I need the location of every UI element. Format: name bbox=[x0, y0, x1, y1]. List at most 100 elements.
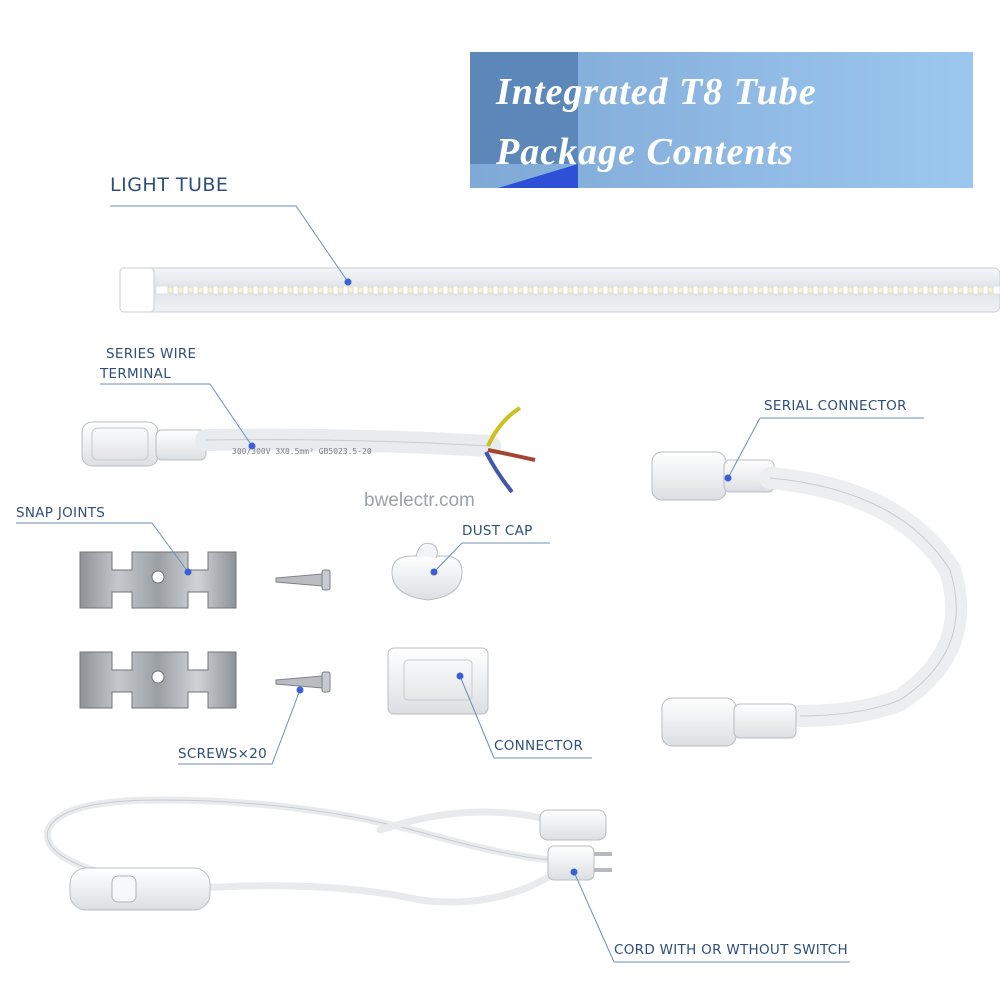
led-chip bbox=[957, 286, 964, 294]
led-chip bbox=[847, 286, 854, 294]
led-chip bbox=[297, 286, 304, 294]
banner-title-line-2: Package Contents bbox=[496, 131, 794, 173]
led-chip bbox=[697, 286, 704, 294]
led-chip bbox=[377, 286, 384, 294]
led-chip bbox=[267, 286, 274, 294]
led-chip bbox=[897, 286, 904, 294]
watermark: bwelectr.com bbox=[364, 490, 475, 511]
serial-connector-illustration bbox=[651, 451, 968, 747]
led-chip bbox=[537, 286, 544, 294]
led-chip bbox=[177, 286, 184, 294]
led-chip bbox=[647, 286, 654, 294]
led-chip bbox=[797, 286, 804, 294]
leader-lines bbox=[16, 205, 924, 963]
led-chip bbox=[637, 286, 644, 294]
led-chip bbox=[517, 286, 524, 294]
led-chip bbox=[837, 286, 844, 294]
led-chip bbox=[497, 286, 504, 294]
led-chip bbox=[547, 286, 554, 294]
led-chip bbox=[327, 286, 334, 294]
led-chip bbox=[257, 286, 264, 294]
led-chip bbox=[367, 286, 374, 294]
snap-joints-illustration bbox=[79, 551, 237, 709]
led-chip bbox=[527, 286, 534, 294]
led-chip bbox=[747, 286, 754, 294]
led-chip bbox=[987, 286, 994, 294]
led-chip bbox=[407, 286, 414, 294]
led-chip bbox=[617, 286, 624, 294]
led-chip bbox=[207, 286, 214, 294]
led-chip bbox=[947, 286, 954, 294]
label-cord: CORD WITH OR WTHOUT SWITCH bbox=[614, 942, 848, 958]
label-series-wire-terminal-line-2: TERMINAL bbox=[100, 366, 172, 382]
led-chip bbox=[817, 286, 824, 294]
led-chip bbox=[437, 286, 444, 294]
led-chip bbox=[607, 286, 614, 294]
led-chip bbox=[387, 286, 394, 294]
label-screws: SCREWS×20 bbox=[178, 746, 268, 762]
led-chip bbox=[927, 286, 934, 294]
light-tube-illustration bbox=[119, 267, 1000, 313]
led-chip bbox=[707, 286, 714, 294]
label-dust-cap: DUST CAP bbox=[462, 523, 533, 539]
led-chip bbox=[307, 286, 314, 294]
led-chip bbox=[557, 286, 564, 294]
label-series-wire-terminal-line-1: SERIES WIRE bbox=[106, 346, 197, 362]
banner-title: Integrated T8 Tube Package Contents bbox=[496, 62, 976, 182]
led-chip bbox=[447, 286, 454, 294]
led-chip bbox=[827, 286, 834, 294]
led-chip bbox=[197, 286, 204, 294]
led-chip bbox=[217, 286, 224, 294]
led-chip bbox=[867, 286, 874, 294]
label-serial-connector: SERIAL CONNECTOR bbox=[764, 398, 907, 414]
led-chip bbox=[807, 286, 814, 294]
connector-illustration bbox=[387, 647, 489, 715]
led-chip bbox=[717, 286, 724, 294]
led-chip bbox=[577, 286, 584, 294]
led-chip bbox=[627, 286, 634, 294]
led-chip bbox=[857, 286, 864, 294]
led-chip bbox=[507, 286, 514, 294]
led-chip bbox=[317, 286, 324, 294]
leader-dots bbox=[184, 278, 732, 876]
led-chip bbox=[727, 286, 734, 294]
led-chip bbox=[667, 286, 674, 294]
led-chip bbox=[597, 286, 604, 294]
led-chip bbox=[907, 286, 914, 294]
led-chip bbox=[877, 286, 884, 294]
led-chip bbox=[777, 286, 784, 294]
screws-illustration bbox=[275, 569, 331, 693]
led-chip bbox=[487, 286, 494, 294]
led-chip bbox=[337, 286, 344, 294]
label-light-tube: LIGHT TUBE bbox=[110, 174, 229, 196]
led-chip bbox=[587, 286, 594, 294]
led-chip bbox=[417, 286, 424, 294]
led-chip bbox=[247, 286, 254, 294]
led-chip bbox=[397, 286, 404, 294]
led-chip bbox=[567, 286, 574, 294]
led-chip bbox=[967, 286, 974, 294]
series-wire-terminal-illustration: 300/300V 3X0.5mm² GB5023.5-20 bbox=[81, 406, 536, 494]
led-chip bbox=[277, 286, 284, 294]
led-chip bbox=[657, 286, 664, 294]
dust-cap-illustration bbox=[391, 542, 463, 601]
led-chip bbox=[917, 286, 924, 294]
led-chip bbox=[757, 286, 764, 294]
led-chip bbox=[427, 286, 434, 294]
led-chip bbox=[227, 286, 234, 294]
led-chip bbox=[187, 286, 194, 294]
banner-background bbox=[470, 52, 973, 188]
led-chip bbox=[687, 286, 694, 294]
led-chip bbox=[467, 286, 474, 294]
led-chip bbox=[457, 286, 464, 294]
led-chip bbox=[237, 286, 244, 294]
led-chip bbox=[357, 286, 364, 294]
led-chip bbox=[937, 286, 944, 294]
led-chip bbox=[347, 286, 354, 294]
led-chip bbox=[287, 286, 294, 294]
led-chip bbox=[767, 286, 774, 294]
label-connector: CONNECTOR bbox=[494, 738, 584, 754]
svg-text:300/300V 3X0.5mm² GB5023.5-2: 300/300V 3X0.5mm² GB5023.5-20 bbox=[232, 447, 372, 456]
